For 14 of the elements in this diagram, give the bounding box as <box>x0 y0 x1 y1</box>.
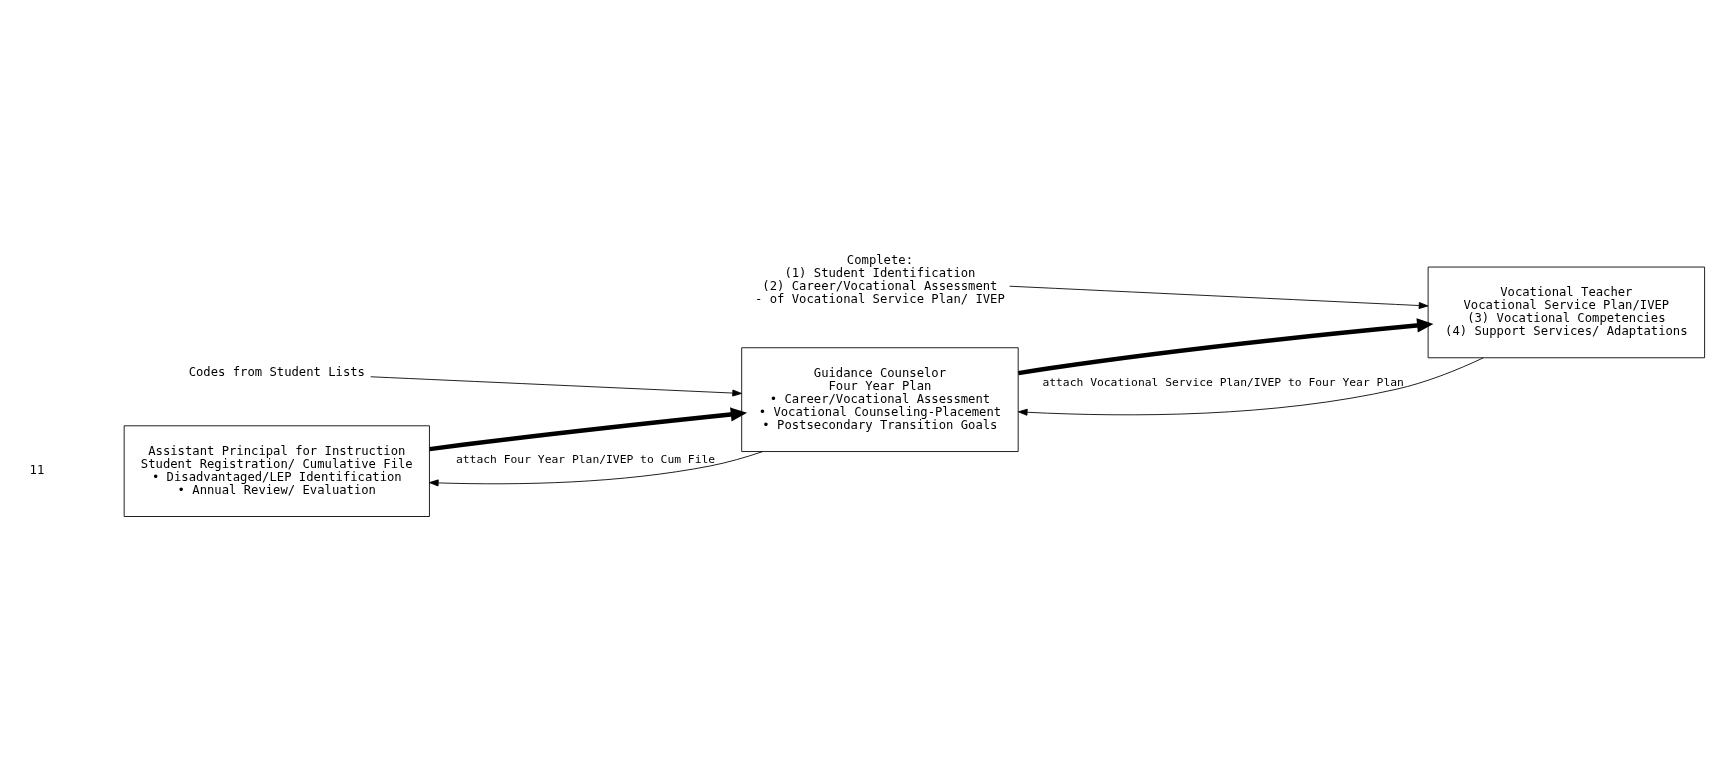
node-text: Codes from Student Lists <box>188 364 365 379</box>
arrow <box>1018 318 1434 376</box>
arrow <box>1017 357 1484 416</box>
arrow <box>429 451 764 487</box>
node-box: Assistant Principal for Instruction Student Registration/ Cumulative File • Disadvantaged/LEP Identification • Annual Review/ Evaluation <box>123 425 430 517</box>
node-box: Guidance Counselor Four Year Plan • Career/Vocational Assessment • Vocational Counseling-Placement • Postsecondary Transition Goals <box>741 347 1019 452</box>
arrow <box>429 407 748 452</box>
arrow <box>370 376 742 397</box>
label: 11 <box>29 463 45 478</box>
arrow <box>1009 285 1429 309</box>
edge-label: attach Vocational Service Plan/IVEP to Four Year Plan <box>1042 375 1404 390</box>
node-text: Complete: (1) Student Identification (2) Career/Vocational Assessment - of Vocational Service Plan/ IVEP <box>755 252 1005 306</box>
edge-label: attach Four Year Plan/IVEP to Cum File <box>455 451 716 466</box>
node-box: Vocational Teacher Vocational Service Plan/IVEP (3) Vocational Competencies (4) Support Services/ Adaptations <box>1427 266 1706 359</box>
